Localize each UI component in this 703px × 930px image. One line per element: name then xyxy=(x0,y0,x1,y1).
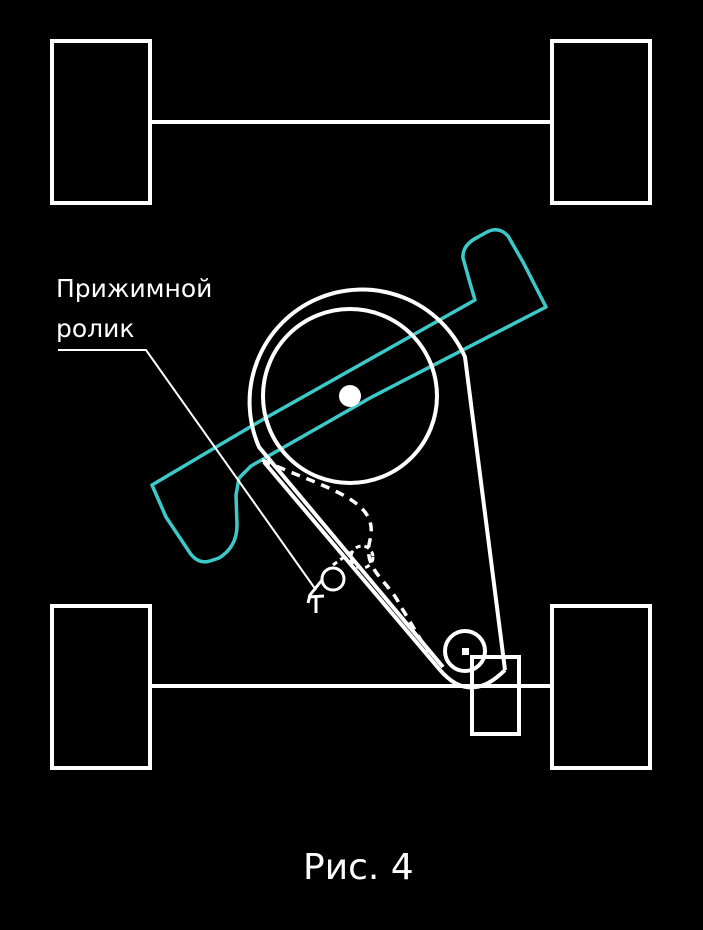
idler-alt-arm xyxy=(332,550,352,567)
figure-caption: Рис. 4 xyxy=(303,847,414,888)
tensioner-pulley-ring xyxy=(443,629,487,673)
engine-bracket xyxy=(150,228,548,564)
annotation-label-line2: ролик xyxy=(56,314,135,343)
tensioner-housing xyxy=(470,655,521,736)
tensioner-pulley-axle xyxy=(462,648,469,655)
belt-slack-path xyxy=(261,458,430,653)
front-left-wheel xyxy=(50,604,152,770)
rear-right-wheel xyxy=(550,39,652,205)
pulley-inner-ring xyxy=(261,307,439,485)
annotation-leader-line xyxy=(58,349,317,591)
rear-left-wheel xyxy=(50,39,152,205)
front-right-wheel xyxy=(550,604,652,770)
idler-roller xyxy=(306,566,346,613)
belt-inner-strand xyxy=(262,460,442,672)
pulley-hub xyxy=(339,385,361,407)
belt-outer-loop xyxy=(247,287,507,671)
drive-pulley xyxy=(247,287,507,671)
tensioner-pulley xyxy=(438,629,521,736)
front-axle xyxy=(50,604,652,770)
annotation-label-line1: Прижимной xyxy=(56,274,213,303)
idler-alt-position xyxy=(349,544,375,570)
idler-roller-arm xyxy=(306,579,325,613)
idler-roller-wheel xyxy=(320,566,346,592)
rear-axle xyxy=(50,39,652,205)
